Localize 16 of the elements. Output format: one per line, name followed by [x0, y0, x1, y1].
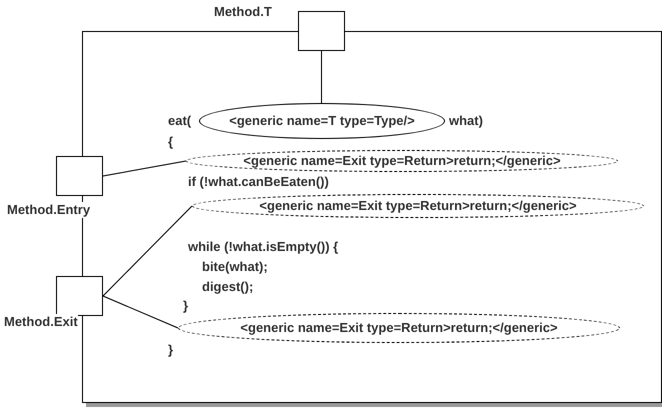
- code-line: while (!what.isEmpty()) {: [188, 239, 338, 255]
- code-line: bite(what);: [202, 259, 268, 275]
- code-line: }: [183, 298, 188, 314]
- connector-line: [102, 206, 192, 296]
- code-line: digest();: [202, 279, 254, 295]
- code-line: if (!what.canBeEaten()): [188, 174, 329, 190]
- code-line: eat(: [168, 113, 192, 129]
- dashed-ellipse: <generic name=Exit type=Return>return;</generic>: [178, 313, 620, 343]
- ellipse: <generic name=T type=Type/>: [199, 103, 445, 139]
- connector-line: [321, 50, 322, 104]
- connector-line: [102, 160, 186, 176]
- port-label: Method.Entry: [7, 202, 90, 218]
- connector-line: [102, 296, 178, 328]
- code-line: }: [168, 342, 174, 358]
- code-line: {: [168, 134, 174, 150]
- code-line: what): [449, 113, 483, 129]
